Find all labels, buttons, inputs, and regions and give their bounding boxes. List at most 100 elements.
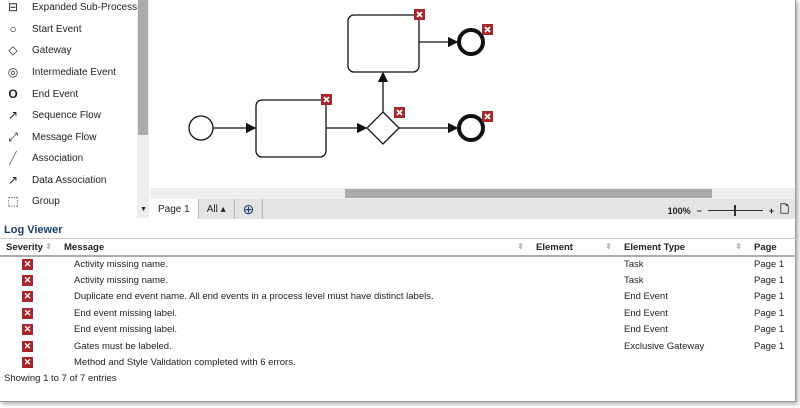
message-cell: Gates must be labeled. xyxy=(74,340,172,352)
fit-page-icon[interactable]: 🗋 xyxy=(780,204,789,216)
log-table: Severity⬍ Message⬍ Element⬍ Element Type… xyxy=(0,240,796,371)
table-footer: Showing 1 to 7 of 7 entries xyxy=(4,373,117,384)
group-icon: ⬚ xyxy=(7,194,19,208)
start-event-icon: ○ xyxy=(9,22,17,36)
zoom-slider[interactable] xyxy=(707,205,763,216)
message-cell: Duplicate end event name. All end events… xyxy=(74,291,434,303)
error-icon: ✕ xyxy=(22,291,33,303)
task[interactable] xyxy=(347,14,420,73)
palette-scroll-thumb[interactable] xyxy=(138,0,148,135)
column-header-message[interactable]: Message⬍ xyxy=(58,240,530,257)
palette-item-association[interactable]: ╱Association xyxy=(6,148,83,168)
end-event[interactable] xyxy=(457,28,485,56)
palette-item-sequence-flow[interactable]: ↗Sequence Flow xyxy=(7,108,101,122)
table-row[interactable]: ✕ Method and Style Validation completed … xyxy=(0,354,796,370)
message-cell: End event missing label. xyxy=(74,324,177,336)
element-cell xyxy=(530,322,618,338)
column-header-element[interactable]: Element⬍ xyxy=(530,240,618,257)
intermediate-event-icon: ◎ xyxy=(7,65,19,79)
gateway-icon: ◇ xyxy=(8,43,18,57)
error-icon xyxy=(321,94,332,105)
message-cell: Activity missing name. xyxy=(74,259,168,271)
table-row[interactable]: ✕ Gates must be labeled. Exclusive Gatew… xyxy=(0,338,796,354)
palette-scrollbar[interactable] xyxy=(137,0,149,218)
element-cell xyxy=(530,256,618,272)
error-icon: ✕ xyxy=(22,324,33,336)
column-header-page[interactable]: Page xyxy=(748,240,796,257)
tab-page-1[interactable]: Page 1 xyxy=(150,199,199,219)
element-cell xyxy=(530,305,618,321)
message-cell: Activity missing name. xyxy=(74,275,168,287)
error-icon: ✕ xyxy=(22,259,33,271)
zoom-control: 100% − + 🗋 xyxy=(668,201,789,220)
palette-item-data-association[interactable]: ↗Data Association xyxy=(7,173,107,187)
page-cell: Page 1 xyxy=(754,324,785,336)
divider xyxy=(0,238,796,239)
element-cell xyxy=(530,289,618,305)
table-row[interactable]: ✕ Activity missing name. Task Page 1 xyxy=(0,256,796,272)
table-row[interactable]: ✕ Activity missing name. Task Page 1 xyxy=(0,272,796,288)
error-icon: ✕ xyxy=(22,307,33,319)
element-type-cell: Task xyxy=(624,275,644,287)
page-cell: Page 1 xyxy=(754,340,785,352)
error-icon: ✕ xyxy=(22,275,33,287)
table-row[interactable]: ✕ End event missing label. End Event Pag… xyxy=(0,322,796,338)
element-type-cell: Exclusive Gateway xyxy=(624,340,705,352)
element-type-cell xyxy=(618,354,748,370)
canvas-horizontal-scrollbar[interactable] xyxy=(150,188,795,199)
element-cell xyxy=(530,354,618,370)
zoom-out-button[interactable]: − xyxy=(696,205,702,216)
page-cell: Page 1 xyxy=(754,291,785,303)
element-type-cell: End Event xyxy=(624,324,668,336)
palette-item-start-event[interactable]: ○Start Event xyxy=(6,19,81,39)
element-type-cell: End Event xyxy=(624,291,668,303)
start-event[interactable] xyxy=(188,115,214,141)
table-row[interactable]: ✕ End event missing label. End Event Pag… xyxy=(0,305,796,321)
scroll-down-arrow-icon[interactable]: ▼ xyxy=(140,206,147,213)
task[interactable] xyxy=(255,99,327,158)
error-icon xyxy=(482,24,493,35)
element-cell xyxy=(530,338,618,354)
table-row[interactable]: ✕ Duplicate end event name. All end even… xyxy=(0,289,796,305)
tab-all-pages[interactable]: All ▴ xyxy=(199,199,235,219)
shape-palette: ⊟Expanded Sub-Process ○Start Event ◇Gate… xyxy=(0,0,150,218)
page-cell: Page 1 xyxy=(754,275,785,287)
error-icon: ✕ xyxy=(22,340,33,352)
palette-item-group[interactable]: ⬚Group xyxy=(7,194,60,208)
palette-item-message-flow[interactable]: ⤢Message Flow xyxy=(6,127,96,147)
page-cell: Page 1 xyxy=(754,259,785,271)
data-association-icon: ↗ xyxy=(7,173,19,187)
scroll-thumb[interactable] xyxy=(345,189,712,198)
error-icon: ✕ xyxy=(22,357,33,369)
element-type-cell: End Event xyxy=(624,307,668,319)
page-tab-bar: Page 1 All ▴ ⊕ 100% − + 🗋 xyxy=(150,199,795,219)
page-cell: Page 1 xyxy=(754,307,785,319)
element-cell xyxy=(530,272,618,288)
add-page-button[interactable]: ⊕ xyxy=(235,199,264,219)
column-header-element-type[interactable]: Element Type⬍ xyxy=(618,240,748,257)
message-flow-icon: ⤢ xyxy=(8,129,18,144)
expanded-subprocess-icon: ⊟ xyxy=(7,0,19,14)
zoom-in-button[interactable]: + xyxy=(768,205,775,216)
log-viewer-title: Log Viewer xyxy=(4,224,63,236)
end-event[interactable] xyxy=(457,114,485,142)
error-markers xyxy=(321,9,493,122)
error-icon xyxy=(414,9,425,20)
palette-item-gateway[interactable]: ◇Gateway xyxy=(6,40,71,60)
error-icon xyxy=(394,107,405,118)
exclusive-gateway[interactable] xyxy=(366,111,400,145)
message-cell: Method and Style Validation completed wi… xyxy=(74,357,296,369)
association-icon: ╱ xyxy=(9,151,17,165)
zoom-level: 100% xyxy=(667,205,691,216)
column-header-severity[interactable]: Severity⬍ xyxy=(0,240,58,257)
sequence-flow-icon: ↗ xyxy=(7,108,19,122)
diagram-canvas[interactable] xyxy=(150,0,795,188)
page-cell xyxy=(748,354,796,370)
element-type-cell: Task xyxy=(624,259,644,271)
palette-item-intermediate-event[interactable]: ◎Intermediate Event xyxy=(7,65,116,79)
palette-item-expanded-subprocess[interactable]: ⊟Expanded Sub-Process xyxy=(7,0,138,14)
message-cell: End event missing label. xyxy=(74,307,177,319)
error-icon xyxy=(482,111,493,122)
